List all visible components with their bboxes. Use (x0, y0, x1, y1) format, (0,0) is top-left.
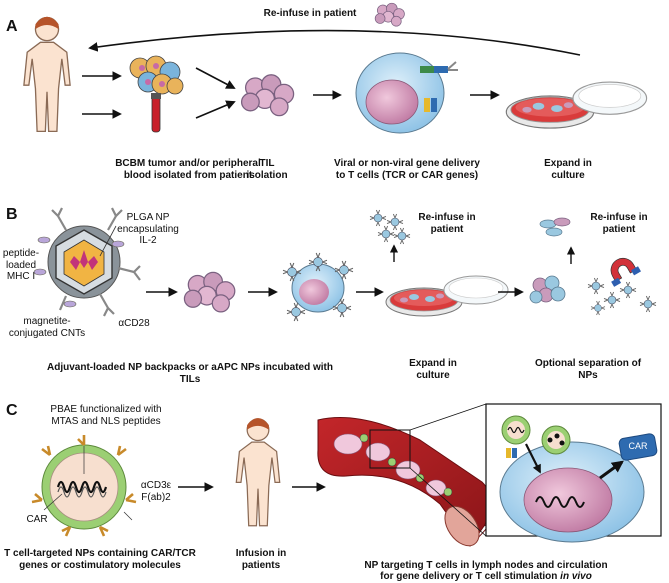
caption-c-targeting: NP targeting T cells in lymph nodes and … (336, 548, 636, 583)
t-cell-with-nps (282, 252, 354, 322)
patient-figure-c (235, 417, 281, 527)
panel-c (31, 403, 662, 547)
aapc-nanoparticle (33, 207, 141, 317)
zoom-inset (485, 403, 662, 543)
blood-tube-icon (151, 93, 161, 133)
reinfuse-clean-cells-icon (539, 217, 571, 237)
reinfuse-np-cells-icon (369, 209, 411, 245)
caption-a-til: TIL isolation (246, 158, 288, 181)
acd28-label: αCD28 (118, 318, 150, 329)
panel-a (23, 2, 648, 134)
culture-dish-b (385, 275, 509, 317)
arrow-a3 (195, 67, 236, 89)
pbae-label: PBAE functionalized with MTAS and NLS pe… (50, 404, 162, 427)
caption-a-gene: Viral or non-viral gene delivery to T ce… (334, 158, 480, 181)
car-label-c: CAR (26, 514, 48, 525)
panel-b (33, 207, 657, 322)
panel-b-letter: B (6, 206, 18, 223)
panel-c-letter: C (6, 402, 18, 419)
car-box-label: CAR (628, 441, 648, 451)
reinfuse-label-a: Re-infuse in patient (263, 8, 357, 19)
caption-b-expand: Expand in culture (409, 358, 457, 381)
separated-t-cells (529, 275, 566, 304)
caption-c-in-vivo: in vivo (560, 571, 592, 582)
acd3-label: αCD3ε F(ab)2 (140, 480, 172, 503)
caption-c-np: T cell-targeted NPs containing CAR/TCR g… (4, 548, 196, 571)
separated-nps (587, 277, 657, 316)
reinfuse-label-b2: Re-infuse in patient (590, 212, 648, 235)
patient-figure-a (23, 15, 71, 133)
cnts-label: magnetite- conjugated CNTs (8, 316, 86, 339)
targeted-np-c (31, 435, 137, 537)
blood-vessel (317, 403, 492, 547)
caption-c-infusion: Infusion in patients (235, 548, 287, 571)
arrow-a4 (195, 100, 236, 119)
til-cluster-a (240, 74, 295, 117)
peptide-mhc-label: peptide- loaded MHC I (2, 248, 40, 282)
reinfuse-arrow-a (88, 29, 581, 56)
plga-np-label: PLGA NP encapsulating IL-2 (117, 212, 179, 246)
caption-c-targeting-line1: NP targeting T cells in lymph nodes and … (364, 559, 608, 571)
caption-c-targeting-line2: for gene delivery or T cell stimulation (380, 571, 561, 582)
caption-b-main: Adjuvant-loaded NP backpacks or aAPC NPs… (47, 362, 333, 385)
caption-a-bcbm: BCBM tumor and/or peripheral blood isola… (115, 158, 261, 181)
reinfuse-label-b1: Re-infuse in patient (418, 212, 476, 235)
culture-dish-a (505, 81, 648, 129)
caption-b-separation: Optional separation of NPs (534, 358, 642, 381)
til-cluster-b (183, 271, 236, 313)
engineered-t-cell-a (355, 52, 458, 134)
tumor-cells-icon (129, 55, 184, 95)
caption-a-expand: Expand in culture (544, 158, 592, 181)
magnet-icon (610, 257, 641, 287)
panel-a-letter: A (6, 18, 18, 35)
